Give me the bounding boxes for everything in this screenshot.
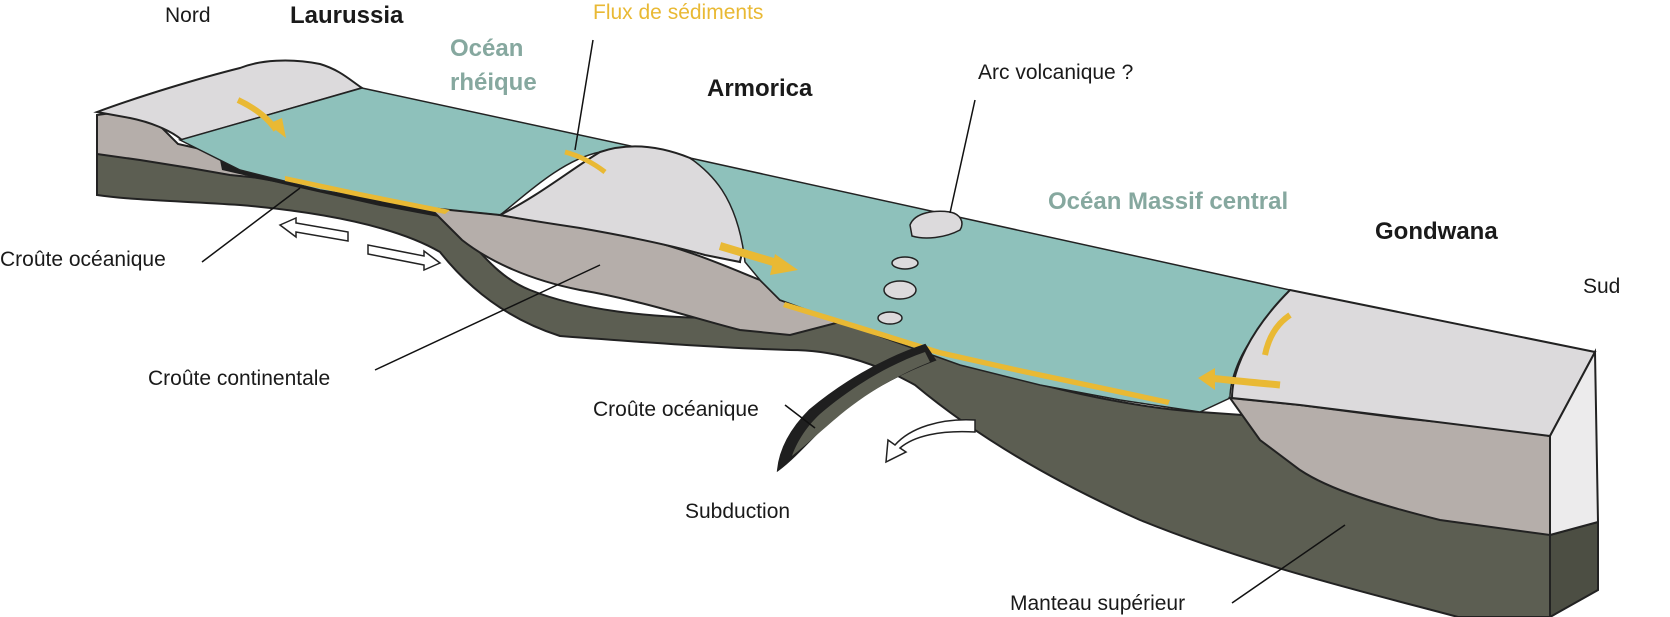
- sediment-flux-arrow-2: [564, 149, 607, 174]
- volcanic-arc-island: [909, 210, 963, 239]
- label-armorica: Armorica: [707, 75, 813, 102]
- label-arc-volcanique: Arc volcanique ?: [978, 61, 1134, 84]
- label-ocean-rheique-1: Océan: [450, 35, 524, 62]
- leader-lines: [201, 39, 1346, 604]
- label-croute-oceanique-left: Croûte océanique: [0, 248, 166, 271]
- label-gondwana: Gondwana: [1375, 218, 1498, 245]
- label-laurussia: Laurussia: [290, 2, 404, 29]
- mantle-front-face: [1549, 520, 1599, 617]
- sediment-flux-arrow-5: [1262, 312, 1292, 356]
- sediment-flux-arrow-4-head: [1198, 368, 1215, 390]
- subducting-slab-inner: [792, 352, 930, 456]
- laurussia-crust-top: [93, 59, 365, 142]
- sediment-left: [285, 176, 450, 214]
- right-plate-motion-arrow: [367, 244, 442, 272]
- label-croute-continentale: Croûte continentale: [148, 367, 331, 390]
- left-plate-motion-arrow: [278, 216, 349, 242]
- gondwana-crust-top: [1230, 288, 1597, 438]
- label-ocean-massif-central: Océan Massif central: [1048, 188, 1289, 215]
- sediment-flux-arrow-3: [718, 242, 782, 268]
- label-ocean-rheique-2: rhéique: [450, 69, 537, 96]
- sediment-center: [783, 302, 1170, 405]
- islet-3: [877, 311, 903, 325]
- label-subduction: Subduction: [685, 500, 791, 523]
- label-sud: Sud: [1583, 275, 1621, 298]
- label-nord: Nord: [165, 4, 211, 27]
- label-croute-oceanique-center: Croûte océanique: [593, 398, 759, 421]
- label-flux-sediments: Flux de sédiments: [593, 1, 764, 24]
- massif-central-ocean: [689, 157, 1292, 413]
- islet-1: [891, 256, 919, 270]
- subduction-motion-arrow: [885, 419, 976, 464]
- gondwana-front-face: [1549, 348, 1600, 537]
- sediment-flux-arrow-3-head: [770, 254, 798, 275]
- label-manteau-superieur: Manteau supérieur: [1010, 592, 1186, 615]
- sediment-flux-arrow-1-head: [268, 118, 286, 138]
- islet-2: [883, 280, 917, 300]
